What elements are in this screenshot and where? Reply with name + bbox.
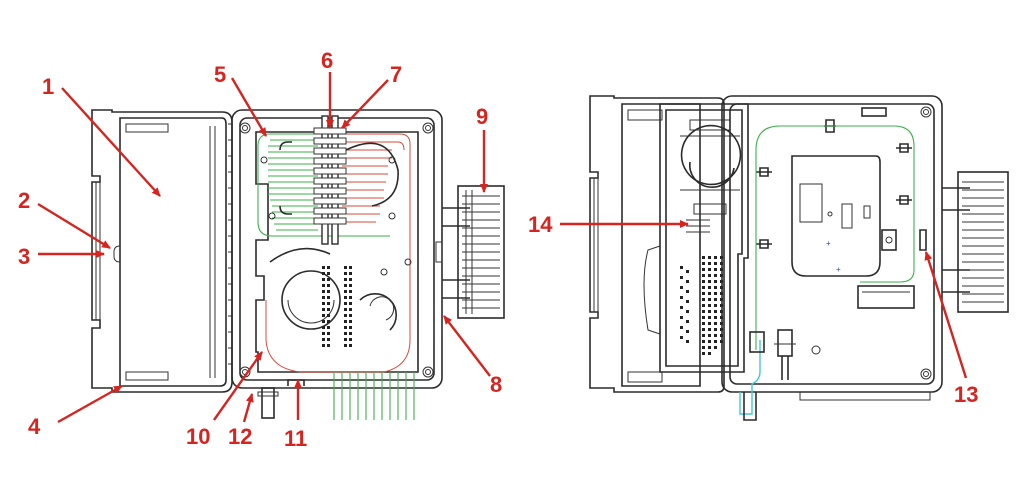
rear-box-body: + + [721, 95, 943, 421]
callout-5: 5 [214, 62, 226, 87]
callout-arrows [37, 72, 968, 424]
callout-2: 2 [18, 188, 30, 213]
callout-13: 13 [954, 382, 978, 407]
left-enclosure-view [91, 109, 505, 420]
arrow-5 [230, 77, 268, 137]
adapter-panel [257, 115, 411, 373]
callout-14: 14 [528, 212, 553, 237]
door-panel [91, 109, 233, 393]
callout-3: 3 [18, 244, 30, 269]
arrow-12 [242, 393, 254, 423]
svg-text:+: + [826, 239, 831, 248]
callout-12: 12 [228, 424, 252, 449]
callout-8: 8 [490, 372, 502, 397]
arrow-10 [213, 351, 263, 421]
callout-labels: 1 2 3 4 5 6 7 8 9 10 11 12 13 14 [18, 48, 978, 451]
callout-4: 4 [28, 414, 41, 439]
cable-ports [257, 372, 415, 420]
arrow-13 [924, 251, 968, 379]
hinge [228, 123, 232, 365]
arrow-1 [61, 87, 161, 197]
arrow-8 [443, 315, 491, 377]
callout-7: 7 [390, 62, 402, 87]
splice-panel [659, 103, 749, 373]
right-enclosure-view: + + [589, 95, 1009, 421]
rear-side-bracket [942, 171, 1009, 313]
arrow-2 [37, 202, 111, 250]
side-bracket [435, 185, 505, 319]
callout-10: 10 [186, 424, 210, 449]
callout-6: 6 [321, 48, 333, 73]
callout-9: 9 [476, 104, 488, 129]
svg-text:+: + [836, 265, 841, 274]
callout-11: 11 [284, 426, 307, 451]
arrow-4 [57, 384, 123, 424]
callout-1: 1 [42, 74, 54, 99]
splice-tray [269, 247, 412, 347]
arrow-7 [341, 79, 389, 129]
